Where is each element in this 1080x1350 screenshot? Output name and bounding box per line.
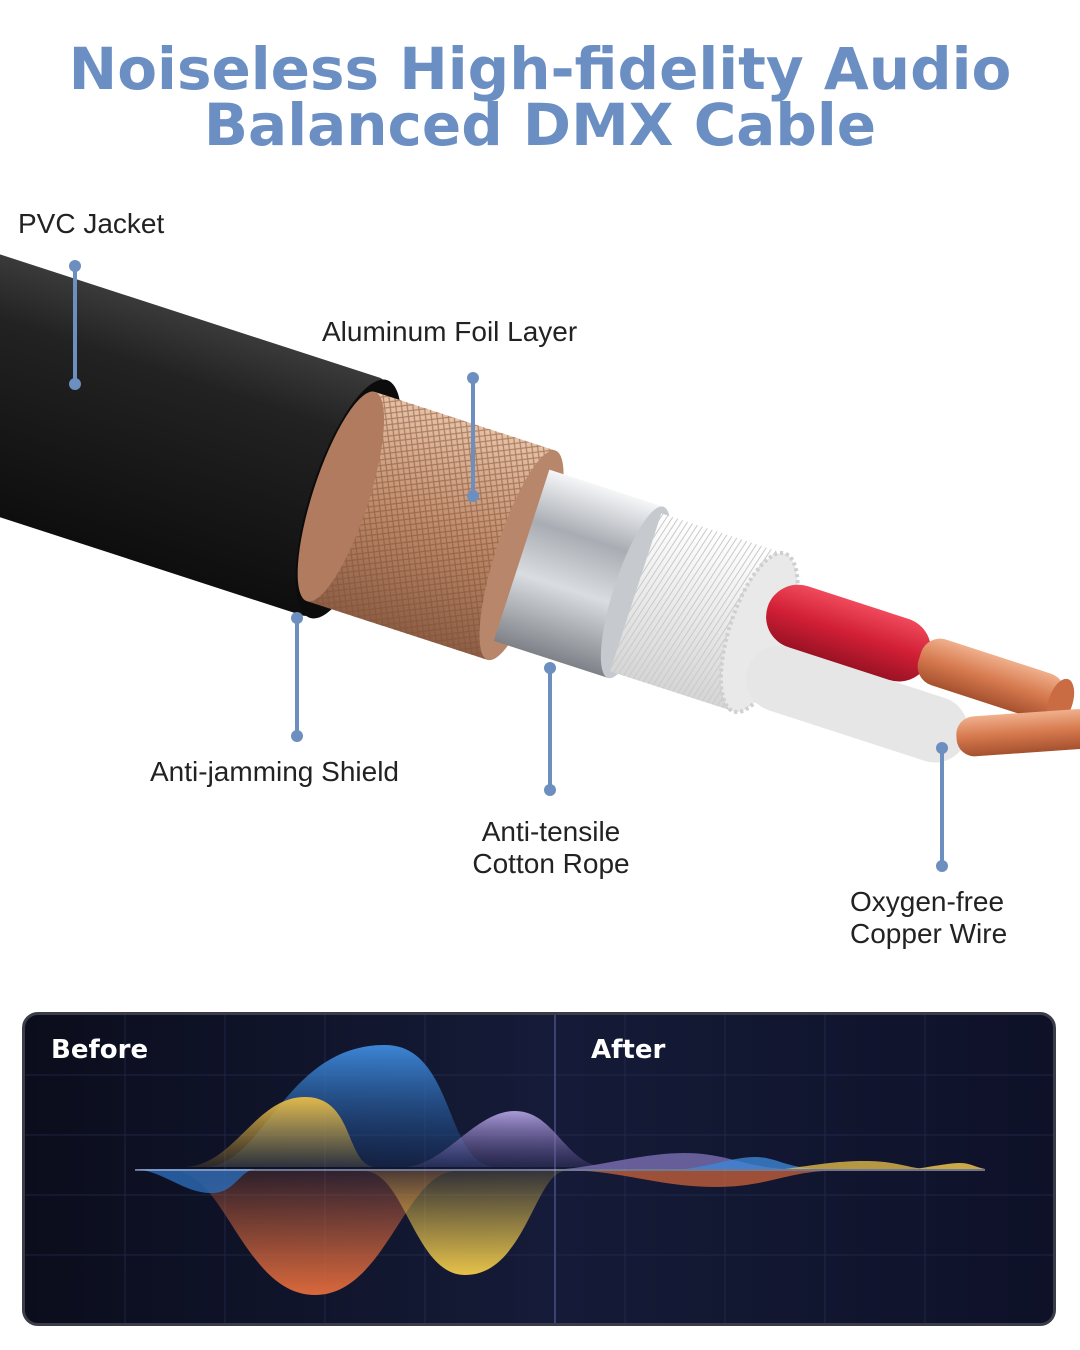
wave-yellow-lower xyxy=(365,1171,565,1275)
leader-dot-copper-wire-bottom xyxy=(936,860,948,872)
leader-dot-pvc-jacket-top xyxy=(69,260,81,272)
wave-orange xyxy=(175,1171,455,1295)
leader-anti-jamming xyxy=(295,618,299,736)
page-title-line-1: Noiseless High-fidelity Audio xyxy=(68,35,1012,103)
label-anti-tensile-line-2: Cotton Rope xyxy=(472,848,630,879)
label-anti-tensile-line-1: Anti-tensile xyxy=(481,816,621,847)
label-anti-jamming-shield: Anti-jamming Shield xyxy=(150,756,399,787)
label-copper-wire-line-1: Oxygen-free xyxy=(850,886,1005,917)
leader-dot-aluminum-foil-bottom xyxy=(467,490,479,502)
leader-copper-wire xyxy=(940,748,944,866)
label-copper-wire-line-2: Copper Wire xyxy=(850,918,1008,949)
leader-aluminum-foil xyxy=(471,378,475,496)
cable-cross-section-illustration xyxy=(0,241,1080,763)
after-label: After xyxy=(591,1035,666,1065)
leader-pvc-jacket xyxy=(73,266,77,384)
wave-purple xyxy=(405,1111,605,1167)
copper-strands-1 xyxy=(917,638,1065,721)
sound-wave-graphic xyxy=(25,1015,1053,1323)
leader-dot-anti-tensile-top xyxy=(544,662,556,674)
after-wave-yellow-2 xyxy=(915,1163,985,1169)
after-wave-orange xyxy=(585,1171,825,1187)
leader-dot-pvc-jacket-bottom xyxy=(69,378,81,390)
pvc-jacket-shape xyxy=(0,241,387,616)
red-conductor-shape xyxy=(766,584,931,682)
before-after-comparison-panel: Before After xyxy=(22,1012,1056,1326)
after-wave-yellow xyxy=(785,1161,925,1169)
page-title-line-2: Balanced DMX Cable xyxy=(203,91,877,159)
copper-strands-2 xyxy=(956,709,1080,757)
wave-yellow-upper xyxy=(185,1097,375,1167)
after-wave-blue xyxy=(685,1157,815,1169)
white-conductor-shape xyxy=(745,645,968,763)
before-label: Before xyxy=(51,1035,149,1065)
leader-dot-anti-jamming-bottom xyxy=(291,730,303,742)
leader-dot-copper-wire-top xyxy=(936,742,948,754)
leader-dot-anti-tensile-bottom xyxy=(544,784,556,796)
leader-dot-anti-jamming-top xyxy=(291,612,303,624)
leader-anti-tensile xyxy=(548,668,552,790)
label-pvc-jacket: PVC Jacket xyxy=(18,208,165,239)
label-aluminum-foil: Aluminum Foil Layer xyxy=(322,316,578,347)
leader-dot-aluminum-foil-top xyxy=(467,372,479,384)
wave-blue-small xyxy=(135,1169,255,1194)
